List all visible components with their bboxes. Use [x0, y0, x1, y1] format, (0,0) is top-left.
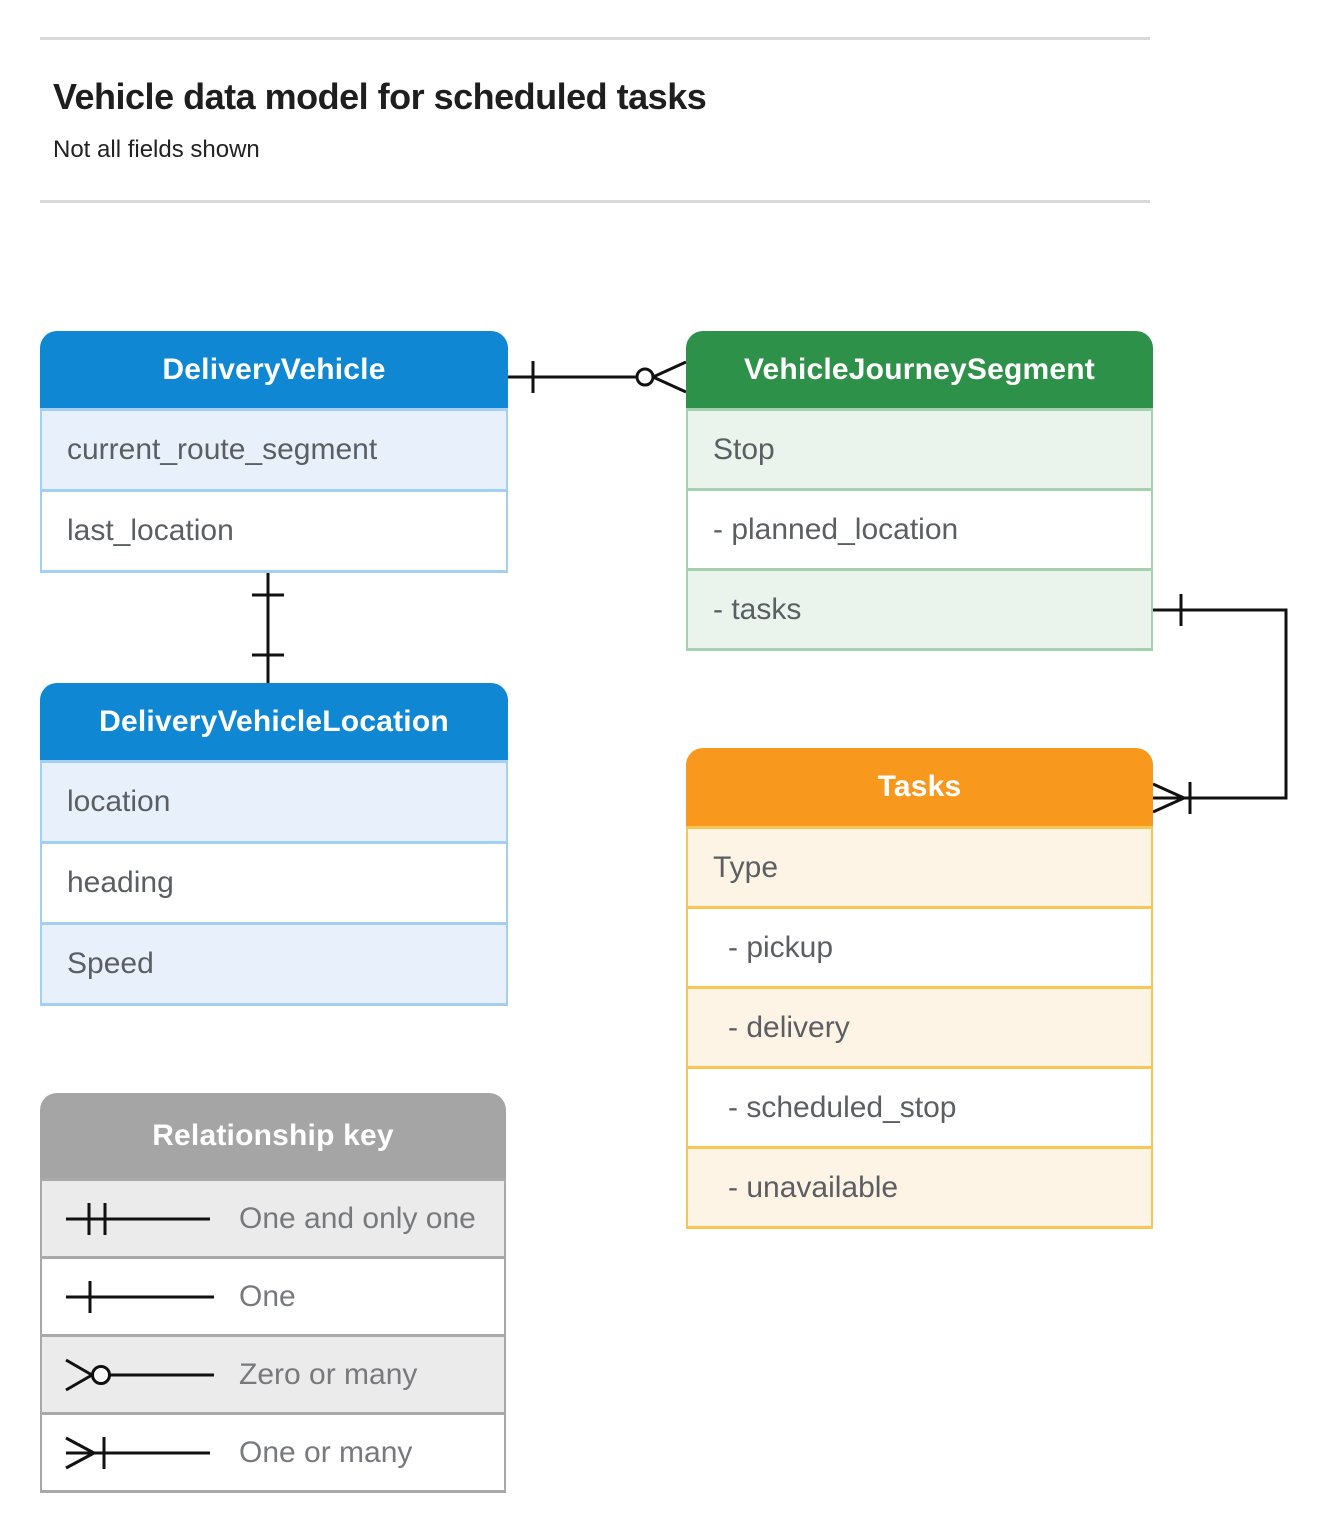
crow-foot-prong — [1152, 782, 1185, 800]
field-last-location: last_location — [42, 489, 506, 570]
crow-foot-prong — [1152, 796, 1185, 814]
legend-item-one-or-many: One or many — [42, 1412, 504, 1490]
field-type: Type — [688, 826, 1151, 906]
field-scheduled-stop: - scheduled_stop — [688, 1066, 1151, 1146]
header-divider — [40, 200, 1150, 203]
connector-deliveryvehicle-to-vehiclejourneysegment — [508, 360, 687, 394]
entity-tasks-title: Tasks — [686, 748, 1153, 826]
field-pickup: - pickup — [688, 906, 1151, 986]
one-and-only-one-icon — [66, 1202, 210, 1235]
field-location: location — [42, 760, 506, 841]
entity-delivery-vehicle-location: DeliveryVehicleLocation location heading… — [40, 683, 508, 1006]
page-subtitle: Not all fields shown — [53, 136, 260, 163]
legend-label: One — [239, 1279, 296, 1313]
zero-circle — [635, 367, 655, 387]
entity-tasks-body: Type - pickup - delivery - scheduled_sto… — [686, 826, 1153, 1229]
entity-tasks: Tasks Type - pickup - delivery - schedul… — [686, 748, 1153, 1229]
one-or-many-icon — [65, 1436, 210, 1469]
entity-delivery-vehicle-location-title: DeliveryVehicleLocation — [40, 683, 508, 760]
crow-foot-prong — [652, 360, 687, 379]
legend-label: One and only one — [239, 1201, 476, 1235]
relationship-key-body: One and only one One — [40, 1178, 506, 1493]
entity-delivery-vehicle-location-body: location heading Speed — [40, 760, 508, 1006]
entity-delivery-vehicle-title: DeliveryVehicle — [40, 331, 508, 408]
crow-foot-prong — [652, 375, 687, 394]
zero-or-many-icon — [65, 1358, 214, 1391]
entity-vehicle-journey-segment: VehicleJourneySegment Stop - planned_loc… — [686, 331, 1153, 651]
field-stop: Stop — [688, 408, 1151, 488]
entity-vehicle-journey-segment-title: VehicleJourneySegment — [686, 331, 1153, 408]
field-tasks: - tasks — [688, 568, 1151, 648]
entity-delivery-vehicle-body: current_route_segment last_location — [40, 408, 508, 573]
page-title: Vehicle data model for scheduled tasks — [53, 76, 707, 117]
field-speed: Speed — [42, 922, 506, 1003]
connector-deliveryvehicle-to-deliveryvehiclelocation — [252, 569, 284, 683]
legend-item-zero-or-many: Zero or many — [42, 1334, 504, 1412]
legend-label: Zero or many — [239, 1357, 418, 1391]
field-delivery: - delivery — [688, 986, 1151, 1066]
entity-delivery-vehicle: DeliveryVehicle current_route_segment la… — [40, 331, 508, 573]
one-icon — [66, 1280, 214, 1313]
field-heading: heading — [42, 841, 506, 922]
legend-label: One or many — [239, 1435, 413, 1469]
entity-vehicle-journey-segment-body: Stop - planned_location - tasks — [686, 408, 1153, 651]
legend-item-one-and-only-one: One and only one — [42, 1178, 504, 1256]
connector-tasks-field-to-tasks-entity — [1152, 594, 1288, 814]
relationship-key-title: Relationship key — [40, 1093, 506, 1178]
legend-item-one: One — [42, 1256, 504, 1334]
top-divider — [40, 37, 1150, 40]
field-planned-location: - planned_location — [688, 488, 1151, 568]
field-unavailable: - unavailable — [688, 1146, 1151, 1226]
relationship-key: Relationship key One and only one — [40, 1093, 506, 1493]
field-current-route-segment: current_route_segment — [42, 408, 506, 489]
